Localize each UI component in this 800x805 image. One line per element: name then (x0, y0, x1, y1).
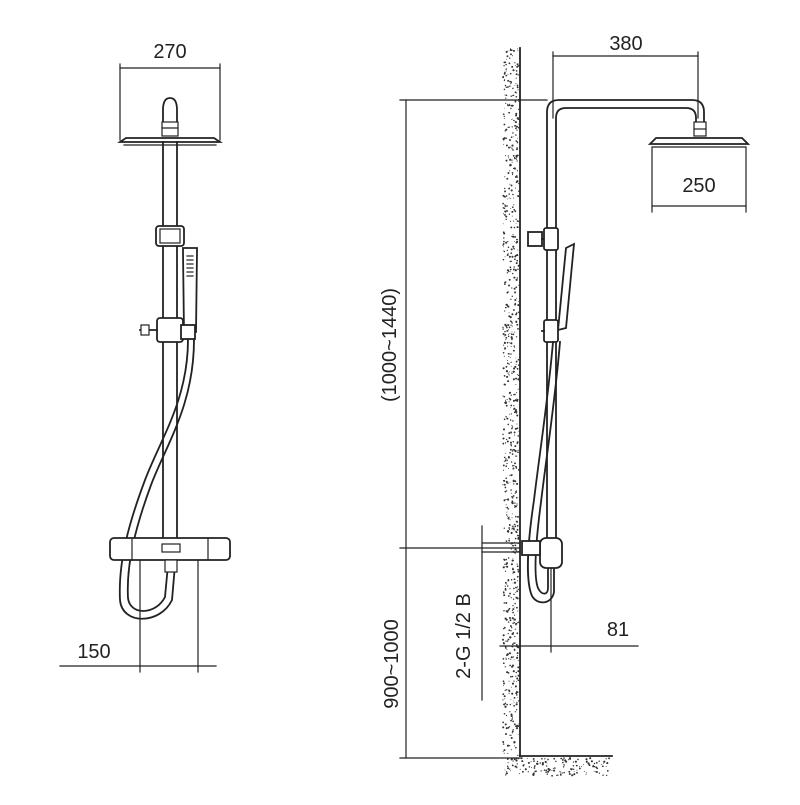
side-view: 380 250 (379, 33, 751, 777)
front-hand-shower (182, 247, 198, 333)
riser-height-dimension: (1000~1440) (379, 99, 548, 549)
front-hose (118, 339, 195, 620)
front-mixer-depth-label: 150 (77, 641, 110, 663)
wall-offset-label: 81 (607, 619, 629, 641)
inlet-thread-callout: 2-G 1/2 B (453, 551, 483, 701)
front-upper-bracket (155, 225, 185, 247)
side-shower-head (647, 137, 751, 148)
front-head-width-dimension: 270 (119, 41, 221, 141)
arm-projection-label: 380 (609, 33, 642, 55)
front-mixer-depth-dimension: 150 (59, 559, 217, 673)
inlet-height-dimension: 900~1000 (381, 547, 521, 759)
front-shower-head (117, 97, 223, 146)
floor-speckle-pattern (504, 757, 611, 777)
front-mixer-body (109, 537, 231, 573)
side-hand-shower (556, 242, 576, 332)
front-slide-holder (139, 317, 196, 343)
arm-projection-dimension: 380 (552, 33, 699, 119)
inlet-height-label: 900~1000 (381, 619, 403, 709)
side-riser-and-arm (546, 99, 707, 541)
head-diameter-label: 250 (682, 175, 715, 197)
riser-height-label: (1000~1440) (379, 288, 401, 402)
wall-section (501, 47, 613, 777)
wall-speckle-pattern (501, 48, 520, 757)
side-upper-bracket (527, 227, 559, 251)
front-head-width-label: 270 (153, 41, 186, 63)
side-hose (527, 341, 561, 604)
front-view: 270 (59, 41, 231, 673)
side-slide-holder (541, 319, 559, 343)
wall-offset-dimension: 81 (499, 567, 639, 653)
head-diameter-dimension: 250 (651, 147, 747, 213)
inlet-thread-label: 2-G 1/2 B (453, 593, 475, 679)
